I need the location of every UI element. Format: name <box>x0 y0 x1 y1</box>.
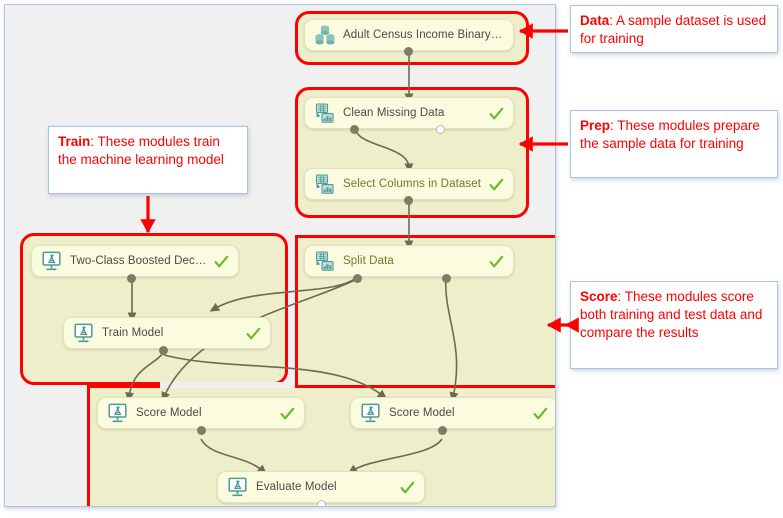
status-check-icon <box>246 327 261 339</box>
data-transform-icon <box>315 174 334 194</box>
output-port[interactable] <box>438 426 447 435</box>
module-two-class-boosted-decision-tree[interactable]: Two-Class Boosted Decision T... <box>31 245 239 277</box>
status-check-icon <box>214 255 229 267</box>
status-check-icon <box>489 178 504 190</box>
output-port[interactable] <box>317 500 326 506</box>
output-port[interactable] <box>159 346 168 355</box>
output-port[interactable] <box>404 47 413 56</box>
status-check-icon <box>489 107 504 119</box>
module-label: Select Columns in Dataset <box>343 178 482 190</box>
module-label: Score Model <box>136 407 202 419</box>
module-score-model-right[interactable]: Score Model <box>350 397 555 429</box>
callout-title: Score <box>580 289 618 304</box>
module-label: Score Model <box>389 407 455 419</box>
status-check-icon <box>533 407 548 419</box>
module-label: Two-Class Boosted Decision T... <box>70 255 208 267</box>
dataset-icon <box>315 25 335 45</box>
model-icon <box>361 403 380 423</box>
model-icon <box>74 323 93 343</box>
callout-body: : A sample dataset is used for training <box>580 13 767 46</box>
module-label: Evaluate Model <box>256 481 337 493</box>
output-port-left[interactable] <box>350 125 359 134</box>
module-score-model-left[interactable]: Score Model <box>97 397 305 429</box>
module-train-model[interactable]: Train Model <box>63 317 271 349</box>
callout-data: Data: A sample dataset is used for train… <box>570 5 778 53</box>
model-icon <box>42 251 61 271</box>
callout-title: Train <box>58 134 91 149</box>
callout-score: Score: These modules score both training… <box>570 281 778 369</box>
canvas-gap-patch <box>160 382 295 388</box>
output-port-right[interactable] <box>442 274 451 283</box>
model-icon <box>228 477 247 497</box>
callout-body: : These modules prepare the sample data … <box>580 118 760 151</box>
output-port[interactable] <box>197 426 206 435</box>
data-transform-icon <box>315 103 334 123</box>
callout-prep: Prep: These modules prepare the sample d… <box>570 110 778 178</box>
module-clean-missing-data[interactable]: Clean Missing Data <box>304 97 514 129</box>
module-split-data[interactable]: Split Data <box>304 245 514 277</box>
status-check-icon <box>489 255 504 267</box>
module-label: Split Data <box>343 255 394 267</box>
output-port[interactable] <box>127 274 136 283</box>
callout-body: : These modules train the machine learni… <box>58 134 224 167</box>
module-evaluate-model[interactable]: Evaluate Model <box>217 471 425 503</box>
output-port-left[interactable] <box>353 274 362 283</box>
module-dataset[interactable]: Adult Census Income Binary C... <box>304 19 514 51</box>
output-port[interactable] <box>404 196 413 205</box>
callout-title: Data <box>580 13 610 28</box>
module-label: Adult Census Income Binary C... <box>343 29 504 41</box>
module-select-columns-in-dataset[interactable]: Select Columns in Dataset <box>304 168 514 200</box>
status-check-icon <box>400 481 415 493</box>
callout-train: Train: These modules train the machine l… <box>48 126 248 194</box>
module-label: Clean Missing Data <box>343 107 445 119</box>
module-label: Train Model <box>102 327 164 339</box>
data-transform-icon <box>315 251 334 271</box>
status-check-icon <box>280 407 295 419</box>
callout-body: : These modules score both training and … <box>580 289 763 340</box>
callout-title: Prep <box>580 118 611 133</box>
model-icon <box>108 403 127 423</box>
output-port-right[interactable] <box>436 125 445 134</box>
experiment-canvas[interactable]: Adult Census Income Binary C... Clean Mi… <box>4 4 556 507</box>
